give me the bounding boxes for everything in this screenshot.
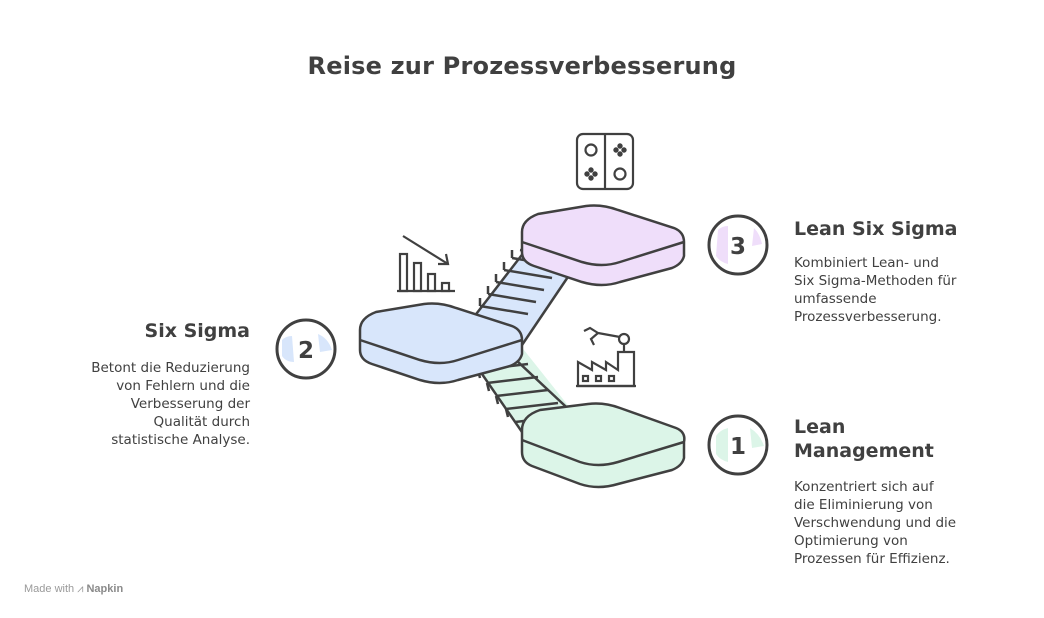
- step-2-line: Verbesserung der: [130, 396, 250, 412]
- napkin-brand: Napkin: [86, 583, 124, 595]
- step-3-line: umfassende: [794, 291, 877, 307]
- step-2-line: von Fehlern und die: [116, 378, 250, 394]
- step-3-line: Kombiniert Lean- und: [794, 255, 939, 271]
- step-2-line: Qualität durch: [153, 414, 250, 430]
- step-1-number: 1: [730, 434, 746, 460]
- step-2-number: 2: [298, 338, 314, 364]
- step-3-description: Kombiniert Lean- und Six Sigma-Methoden …: [794, 254, 994, 326]
- step-1-title-line: Management: [794, 440, 934, 462]
- made-with-napkin[interactable]: Made with ⩘ Napkin: [24, 583, 123, 596]
- declining-bar-chart-icon: [397, 235, 455, 293]
- step-1-description: Konzentriert sich auf die Eliminierung v…: [794, 478, 1004, 568]
- platform-lean-management: [520, 402, 686, 489]
- game-controller-icon: [575, 132, 635, 191]
- step-2-line: Betont die Reduzierung: [91, 360, 250, 376]
- factory-robot-arm-icon: [576, 326, 636, 388]
- step-2-title: Six Sigma: [144, 320, 250, 342]
- step-3-line: Six Sigma-Methoden für: [794, 273, 957, 289]
- step-1-badge: 1: [707, 414, 769, 476]
- step-1-line: Prozessen für Effizienz.: [794, 551, 950, 567]
- page-title: Reise zur Prozessverbesserung: [307, 52, 737, 80]
- step-1-line: Optimierung von: [794, 533, 908, 549]
- platform-lean-six-sigma: [520, 204, 686, 287]
- platform-six-sigma: [358, 302, 524, 385]
- step-1-line: Konzentriert sich auf: [794, 479, 934, 495]
- step-2-line: statistische Analyse.: [111, 432, 250, 448]
- step-1-title: Lean Management: [794, 415, 934, 463]
- step-1-line: die Eliminierung von: [794, 497, 933, 513]
- step-3-title: Lean Six Sigma: [794, 218, 958, 240]
- step-2-badge: 2: [275, 318, 337, 380]
- step-1-line: Verschwendung und die: [794, 515, 957, 531]
- step-1-title-line: Lean: [794, 416, 846, 438]
- step-3-number: 3: [730, 234, 746, 260]
- made-with-label: Made with: [24, 583, 75, 595]
- step-2-description: Betont die Reduzierung von Fehlern und d…: [50, 359, 250, 449]
- step-3-badge: 3: [707, 214, 769, 276]
- step-3-line: Prozessverbesserung.: [794, 309, 942, 325]
- napkin-logo-icon: ⩘: [77, 583, 84, 595]
